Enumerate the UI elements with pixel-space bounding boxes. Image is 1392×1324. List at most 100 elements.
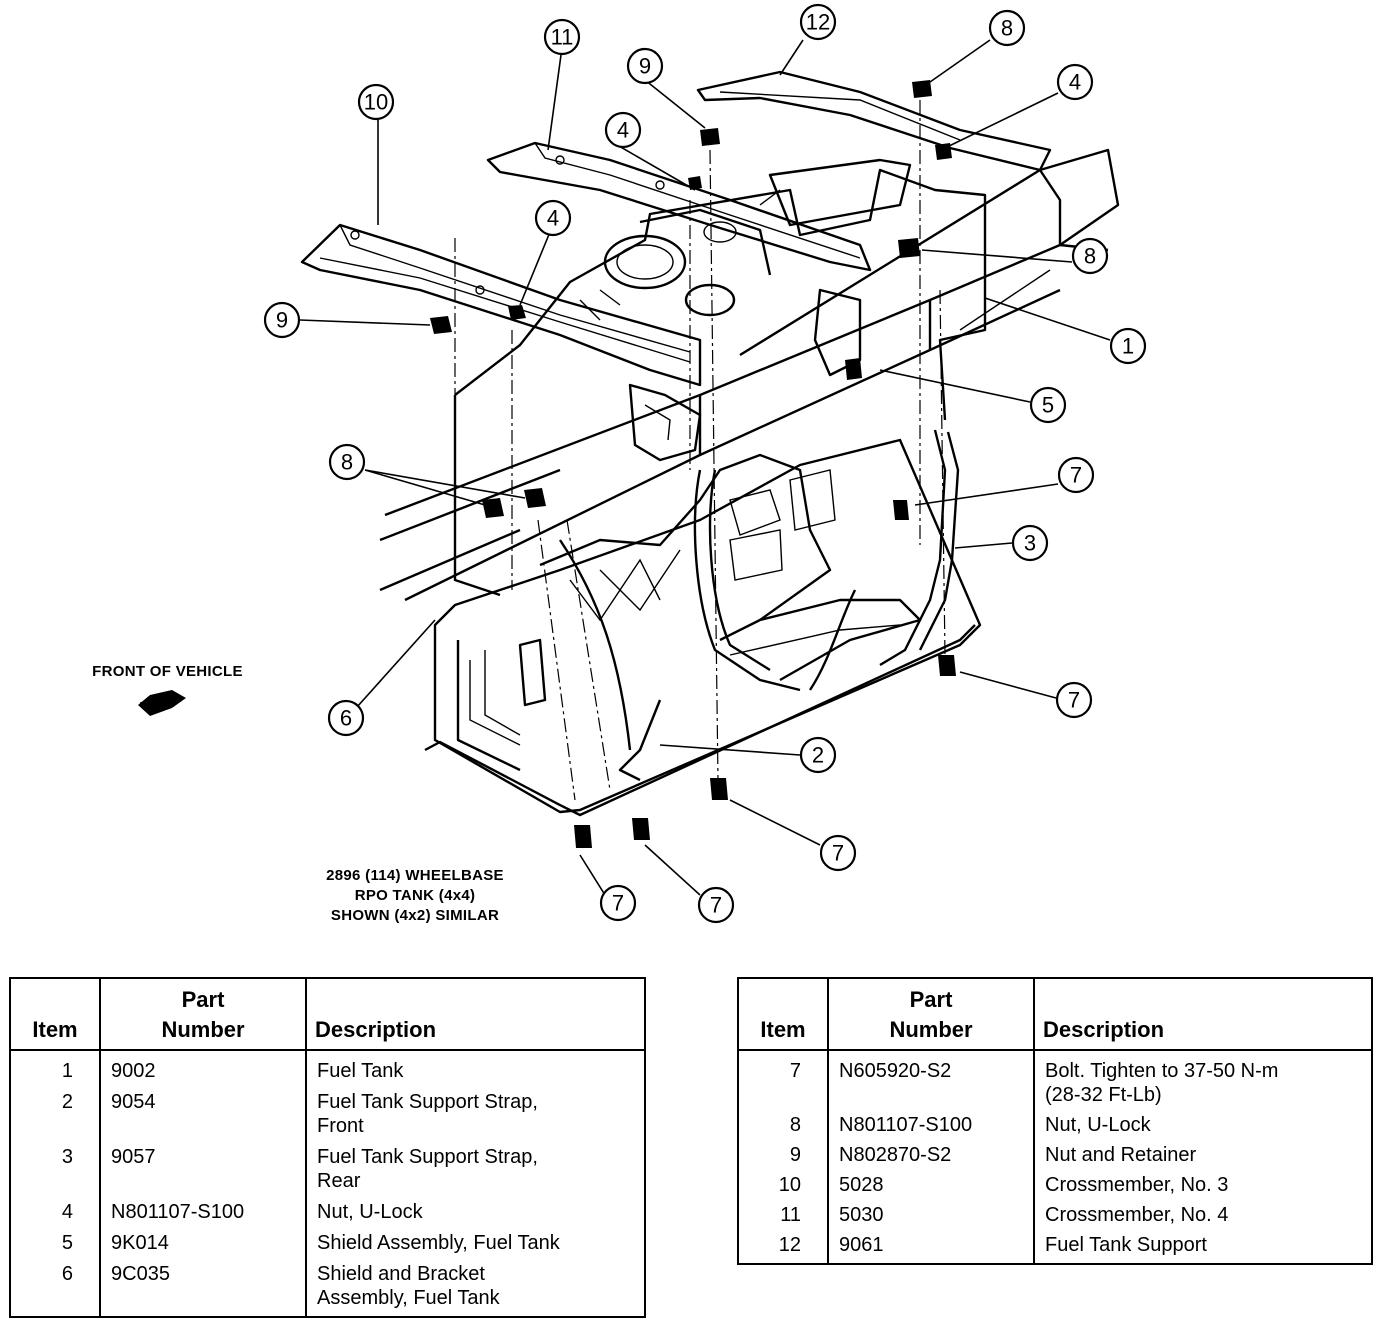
callout-number: 8	[1001, 16, 1013, 41]
fuel-tank-support-rail	[696, 70, 1052, 172]
description-header: Description	[1033, 978, 1372, 1051]
item-header: Item	[10, 978, 100, 1051]
callout-12: 12	[799, 3, 837, 41]
description-cell: Fuel Tank Support	[1033, 1227, 1372, 1264]
callout-1: 1	[1109, 327, 1147, 365]
table-row: 9 N802870-S2 Nut and Retainer	[738, 1137, 1372, 1167]
part-cell: N605920-S2	[827, 1050, 1034, 1107]
callout-4: 4	[534, 199, 572, 237]
item-cell: 3	[61, 1146, 73, 1168]
front-direction-arrow-icon	[138, 690, 186, 716]
table-row: 12 9061 Fuel Tank Support	[738, 1227, 1372, 1264]
leader-lines	[299, 39, 1111, 896]
part-cell: N801107-S100	[99, 1193, 306, 1224]
part-cell: N801107-S100	[827, 1107, 1034, 1137]
crossmember-no-3	[300, 223, 702, 387]
exploded-assembly-diagram: 1 2 3 4 4 4 5 6 7 7 7 7 7 7 8 8 8 9 9 10…	[138, 3, 1147, 924]
item-header: Item	[738, 978, 828, 1051]
callout-2: 2	[799, 736, 837, 774]
callout-9: 9	[263, 301, 301, 339]
part-header-line2: Number	[889, 1017, 973, 1042]
callout-number: 10	[364, 90, 388, 115]
crossmember-no-4	[486, 141, 872, 272]
table-row: 5 9K014 Shield Assembly, Fuel Tank	[10, 1224, 645, 1255]
callout-5: 5	[1029, 386, 1067, 424]
item-cell: 1	[61, 1060, 73, 1082]
table-row: 2 9054 Fuel Tank Support Strap, Front	[10, 1083, 645, 1138]
part-cell: 9054	[99, 1083, 306, 1138]
fasteners	[430, 80, 956, 848]
support-straps	[559, 429, 960, 782]
callout-7: 7	[599, 884, 637, 922]
callout-number: 7	[612, 891, 624, 916]
table-row: 10 5028 Crossmember, No. 3	[738, 1167, 1372, 1197]
item-cell: 12	[778, 1234, 801, 1256]
callout-8: 8	[988, 9, 1026, 47]
callout-number: 5	[1042, 393, 1054, 418]
callout-8: 8	[1071, 237, 1109, 275]
note-line: 2896 (114) WHEELBASE	[326, 867, 504, 884]
description-cell: Crossmember, No. 3	[1033, 1167, 1372, 1197]
callout-10: 10	[357, 83, 395, 121]
callout-number: 11	[551, 25, 574, 50]
part-cell: 9K014	[99, 1224, 306, 1255]
frame-rails	[379, 148, 1120, 602]
callout-number: 4	[547, 206, 559, 231]
callout-number: 9	[639, 54, 651, 79]
callout-number: 8	[1084, 244, 1096, 269]
center-mount-bracket	[628, 288, 862, 462]
description-cell: Fuel Tank	[305, 1050, 645, 1083]
table-row: 11 5030 Crossmember, No. 4	[738, 1197, 1372, 1227]
part-cell: N802870-S2	[827, 1137, 1034, 1167]
callout-number: 12	[806, 10, 830, 35]
description-cell: Shield and Bracket Assembly, Fuel Tank	[305, 1255, 645, 1317]
tank-shield-assembly	[424, 438, 982, 817]
note-line: RPO TANK (4x4)	[354, 887, 476, 904]
callout-number: 2	[812, 743, 824, 768]
callout-7: 7	[697, 886, 735, 924]
part-cell: 9002	[99, 1050, 306, 1083]
item-cell: 10	[778, 1174, 801, 1196]
description-cell: Nut and Retainer	[1033, 1137, 1372, 1167]
description-cell: Nut, U-Lock	[305, 1193, 645, 1224]
callout-number: 6	[340, 706, 352, 731]
description-cell: Nut, U-Lock	[1033, 1107, 1372, 1137]
table-row: 7 N605920-S2 Bolt. Tighten to 37-50 N-m …	[738, 1050, 1372, 1107]
description-cell: Bolt. Tighten to 37-50 N-m (28-32 Ft-Lb)	[1033, 1050, 1372, 1107]
table-row: 6 9C035 Shield and Bracket Assembly, Fue…	[10, 1255, 645, 1317]
callout-9: 9	[626, 47, 664, 85]
part-cell: 9C035	[99, 1255, 306, 1317]
item-cell: 5	[61, 1232, 73, 1254]
description-header: Description	[305, 978, 645, 1051]
table-row: 3 9057 Fuel Tank Support Strap, Rear	[10, 1138, 645, 1193]
wheelbase-note: 2896 (114) WHEELBASE RPO TANK (4x4) SHOW…	[285, 866, 545, 926]
callout-number: 7	[710, 893, 722, 918]
fuel-tank	[453, 158, 987, 597]
callout-7: 7	[819, 834, 857, 872]
note-line: SHOWN (4x2) SIMILAR	[330, 907, 500, 924]
item-cell: 2	[61, 1091, 73, 1113]
description-cell: Fuel Tank Support Strap, Rear	[305, 1138, 645, 1193]
callout-number: 7	[832, 841, 844, 866]
table-row: 1 9002 Fuel Tank	[10, 1050, 645, 1083]
callout-11: 11	[543, 18, 581, 56]
description-cell: Shield Assembly, Fuel Tank	[305, 1224, 645, 1255]
description-cell: Fuel Tank Support Strap, Front	[305, 1083, 645, 1138]
part-cell: 5030	[827, 1197, 1034, 1227]
callout-number: 7	[1070, 463, 1082, 488]
part-header-line2: Number	[161, 1017, 245, 1042]
callout-number: 1	[1122, 334, 1134, 359]
description-cell: Crossmember, No. 4	[1033, 1197, 1372, 1227]
callouts: 1 2 3 4 4 4 5 6 7 7 7 7 7 7 8 8 8 9 9 10…	[263, 3, 1147, 924]
item-cell: 4	[61, 1201, 73, 1223]
part-cell: 5028	[827, 1167, 1034, 1197]
item-cell: 6	[61, 1263, 73, 1285]
front-of-vehicle-label: FRONT OF VEHICLE	[92, 663, 243, 680]
callout-3: 3	[1011, 524, 1049, 562]
callout-4: 4	[1056, 63, 1094, 101]
item-cell: 7	[789, 1060, 801, 1082]
